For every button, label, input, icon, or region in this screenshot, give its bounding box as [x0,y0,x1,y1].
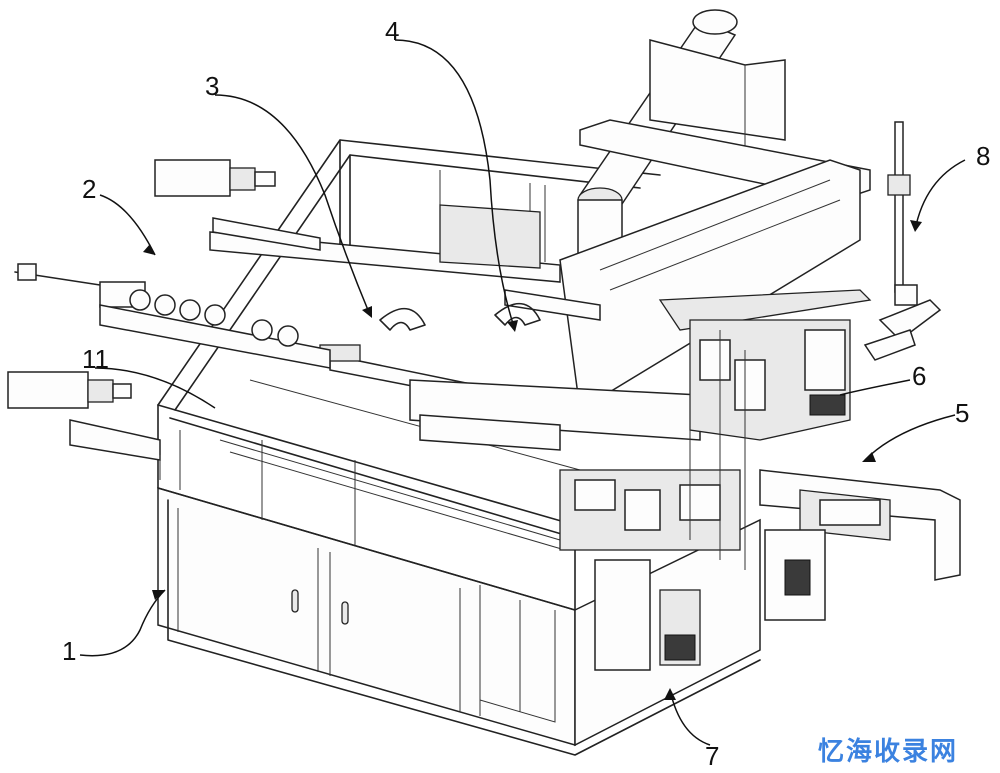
left-feeders [7,159,331,480]
gripper-arm [863,121,942,361]
callout-labels: 1 2 3 4 5 6 7 8 11 [62,16,990,771]
callout-3: 3 [205,71,219,101]
callout-11: 11 [82,344,109,374]
callout-2: 2 [82,174,96,204]
callout-4: 4 [385,16,399,46]
callout-7: 7 [705,741,719,771]
exit-conveyor [759,469,961,581]
callout-5: 5 [955,398,969,428]
callout-6: 6 [912,361,926,391]
leader-lines [79,39,966,746]
callout-8: 8 [976,141,990,171]
gantry [504,9,872,412]
callout-1: 1 [62,636,76,666]
mechanism-cluster [559,319,851,671]
watermark: 忆海收录网 [818,737,958,767]
